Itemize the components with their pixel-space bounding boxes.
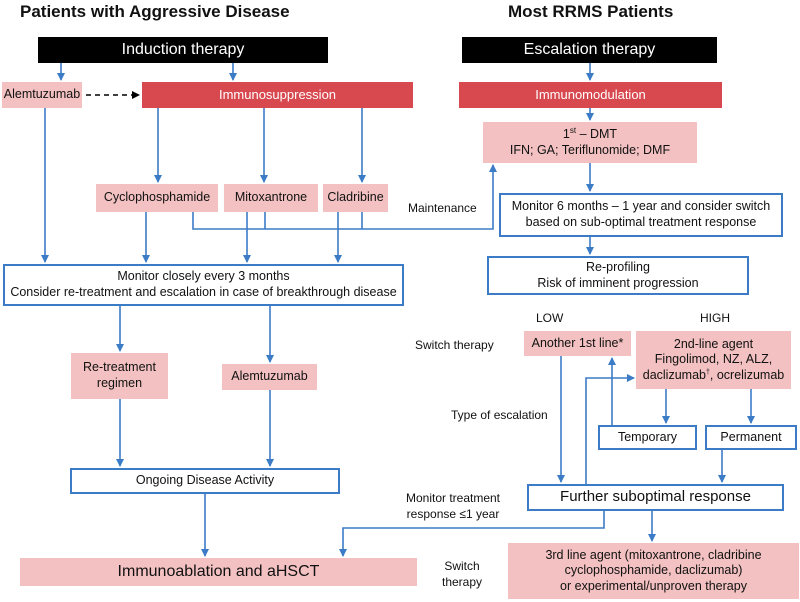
monitor6-line-1: Monitor 6 months – 1 year and consider s… [511, 199, 771, 214]
third-line-box: 3rd line agent (mitoxantrone, cladribine… [508, 543, 799, 599]
cladribine-box: Cladribine [323, 184, 388, 212]
permanent-box: Permanent [705, 425, 797, 450]
dmt-line-1: 1st – DMT [562, 126, 618, 142]
retreatment-line-1: Re-treatment [83, 360, 156, 375]
further-suboptimal-box: Further suboptimal response [527, 484, 784, 511]
reprofiling-line-2: Risk of imminent progression [537, 275, 699, 290]
third-line-3: or experimental/unproven therapy [560, 578, 747, 593]
retreatment-box: Re-treatment regimen [71, 353, 168, 399]
third-line-1: 3rd line agent (mitoxantrone, cladribine [545, 547, 762, 562]
low-label: LOW [536, 311, 564, 325]
monitor6-line-2: based on sub-optimal treatment response [525, 215, 757, 229]
mitoxantrone-box: Mitoxantrone [224, 184, 318, 212]
immunoablation-box: Immunoablation and aHSCT [20, 558, 417, 586]
reprofiling-box: Re-profiling Risk of imminent progressio… [487, 256, 749, 295]
first-dmt-box: 1st – DMT IFN; GA; Teriflunomide; DMF [483, 122, 697, 163]
escalation-therapy-box: Escalation therapy [462, 37, 717, 63]
another-first-line-box: Another 1st line* [524, 331, 631, 356]
third-line-2: cyclophosphamide, daclizumab) [564, 563, 743, 578]
monitor-line-2: Consider re-treatment and escalation in … [10, 285, 397, 299]
immunomodulation-box: Immunomodulation [459, 82, 722, 108]
cyclophosphamide-box: Cyclophosphamide [96, 184, 218, 212]
right-title: Most RRMS Patients [508, 2, 674, 21]
monitor-6-months-box: Monitor 6 months – 1 year and consider s… [499, 193, 783, 237]
left-title: Patients with Aggressive Disease [20, 2, 290, 21]
monitor-response-arrow [339, 511, 605, 557]
second-line-3: daclizumab†, ocrelizumab [642, 367, 785, 382]
monitor-closely-box: Monitor closely every 3 months Consider … [3, 264, 404, 306]
retreatment-line-2: regimen [96, 376, 143, 390]
alemtuzumab-box: Alemtuzumab [2, 82, 82, 108]
arrow [585, 374, 635, 484]
alemtuzumab-2-box: Alemtuzumab [222, 364, 317, 390]
second-line-1: 2nd-line agent [673, 336, 754, 351]
reprofiling-line-1: Re-profiling [586, 259, 650, 274]
ongoing-disease-box: Ongoing Disease Activity [70, 468, 340, 494]
second-line-box: 2nd-line agent Fingolimod, NZ, ALZ, dacl… [636, 331, 791, 389]
dmt-line-2: IFN; GA; Teriflunomide; DMF [509, 143, 671, 158]
temporary-box: Temporary [598, 425, 697, 450]
switch-therapy-label: Switch therapy [415, 338, 494, 352]
monitor-line-1: Monitor closely every 3 months [117, 269, 290, 284]
maintenance-label: Maintenance [408, 201, 477, 215]
immunosuppression-box: Immunosuppression [142, 82, 413, 108]
maintenance-arrow [192, 164, 497, 230]
high-label: HIGH [700, 311, 730, 325]
second-line-2: Fingolimod, NZ, ALZ, [654, 352, 773, 367]
type-of-escalation-label: Type of escalation [451, 408, 548, 422]
induction-therapy-box: Induction therapy [38, 37, 328, 63]
